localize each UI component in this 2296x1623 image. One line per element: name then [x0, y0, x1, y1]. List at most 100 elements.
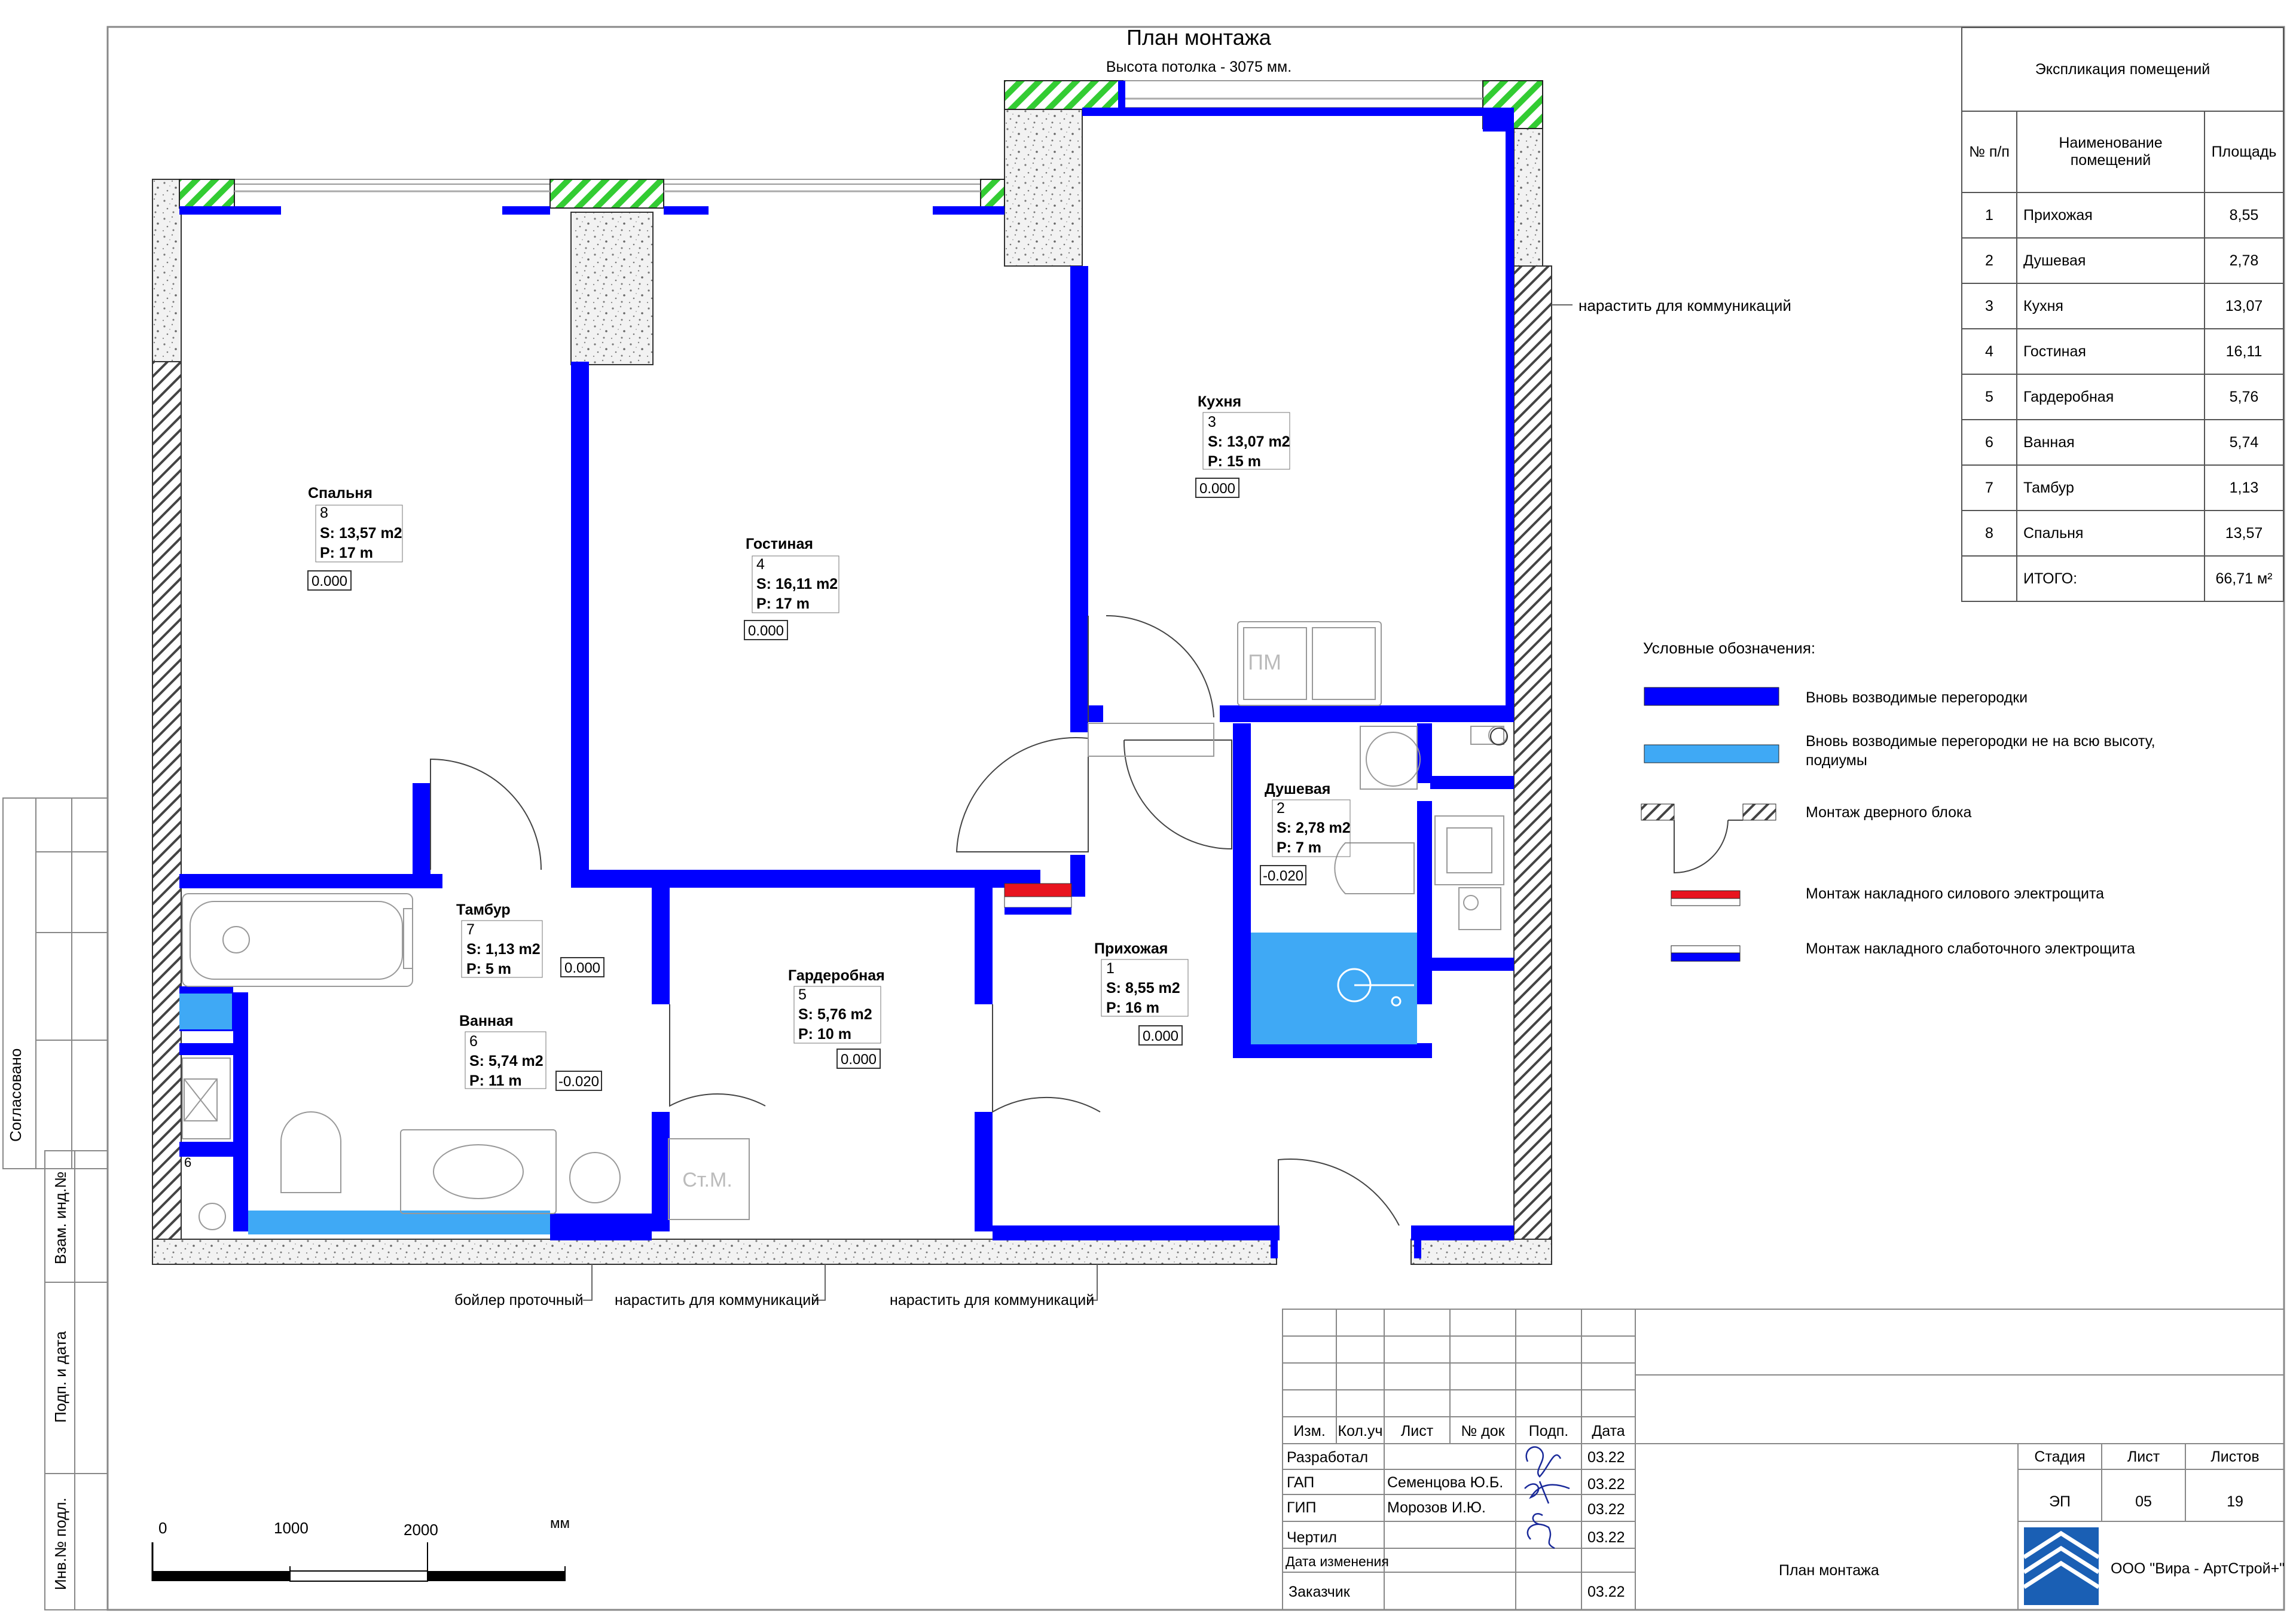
room-area: 5,74 — [2204, 419, 2284, 466]
stage-header: Лист — [2127, 1448, 2160, 1465]
company-name: ООО "Вира - АртСтрой+" — [2111, 1560, 2285, 1577]
scale-tick: 1000 — [274, 1519, 309, 1537]
legend-label: Вновь возводимые перегородки — [1806, 689, 2028, 706]
room-name: Кухня — [2016, 283, 2205, 329]
floor-level: 0.000 — [748, 623, 784, 639]
callouts-bottom — [583, 1264, 1098, 1301]
scale-tick: 0 — [158, 1519, 167, 1537]
col-header: Лист — [1401, 1423, 1434, 1439]
stm-label: Ст.М. — [682, 1169, 732, 1191]
stage-value: ЭП — [2049, 1493, 2071, 1510]
col-header: Кол.уч — [1338, 1423, 1383, 1439]
room-name: Душевая — [1265, 781, 1330, 797]
room-perimeter: P: 16 m — [1106, 1000, 1159, 1016]
electrical-panels — [1004, 883, 1072, 915]
room-label-wardrobe: Гардеробная 5 S: 5,76 m2 P: 10 m 0.000 — [788, 967, 885, 1069]
legend-swatch-partition — [1644, 687, 1779, 706]
floor-level: -0.020 — [1263, 868, 1303, 884]
room-name: Гардеробная — [788, 967, 885, 984]
note-communications: нарастить для коммуникаций — [1578, 297, 1791, 314]
drain-icon — [1490, 728, 1508, 745]
role: ГАП — [1287, 1474, 1314, 1491]
sheet-number: 05 — [2135, 1493, 2152, 1510]
room-perimeter: P: 17 m — [320, 545, 373, 561]
floor-level: -0.020 — [558, 1074, 599, 1090]
role: Чертил — [1287, 1529, 1337, 1546]
stage-header: Листов — [2210, 1448, 2259, 1465]
sheet-title: План монтажа — [1779, 1562, 1879, 1579]
room-label-shower: Душевая 2 S: 2,78 m2 P: 7 m -0.020 — [1260, 781, 1351, 885]
room-area: S: 5,74 m2 — [469, 1053, 544, 1069]
room-name: Прихожая — [1094, 940, 1168, 957]
room-perimeter: P: 17 m — [756, 595, 810, 612]
room-name: Ванная — [459, 1013, 514, 1029]
room-perimeter: P: 11 m — [469, 1072, 522, 1089]
stamp-replaced-inv: Взам. инд.№ — [51, 1172, 69, 1264]
title-block: Изм. Кол.уч Лист № док Подп. Дата Разраб… — [1286, 1423, 2285, 1600]
legend-lowcurrent-panel-icon — [1671, 945, 1741, 953]
row-number: 5 — [1961, 374, 2017, 420]
ceiling-height: Высота потолка - 3075 мм. — [1106, 59, 1292, 75]
date: 03.22 — [1587, 1529, 1625, 1546]
room-area: 13,57 — [2204, 510, 2284, 557]
room-number: 1 — [1106, 960, 1115, 977]
room-area: S: 13,57 m2 — [320, 525, 402, 542]
explication-table: Экспликация помещений № п/п Наименование… — [1961, 27, 2284, 602]
legend-label: Монтаж накладного слаботочного электрощи… — [1806, 940, 2135, 957]
room-name: Прихожая — [2016, 192, 2205, 239]
room-number: 2 — [1277, 800, 1285, 817]
scale-bar: 0 1000 2000 мм — [151, 1515, 570, 1582]
exterior-walls — [152, 80, 1552, 1265]
legend-power-panel-icon — [1671, 890, 1741, 899]
table-header: № п/п — [1961, 111, 2017, 193]
room-label-bathroom: Ванная 6 S: 5,74 m2 P: 11 m -0.020 — [459, 1013, 602, 1091]
room-perimeter: P: 5 m — [466, 961, 511, 977]
scale-unit: мм — [550, 1515, 570, 1532]
room-name: Гостиная — [2016, 328, 2205, 375]
col-header: Изм. — [1293, 1423, 1326, 1439]
side-stamp — [2, 797, 108, 1610]
room-perimeter: P: 15 m — [1208, 453, 1261, 470]
room-area: 13,07 — [2204, 283, 2284, 329]
legend-label: подиумы — [1806, 752, 1867, 769]
room-perimeter: P: 10 m — [798, 1026, 851, 1043]
room-label-bedroom: Спальня 8 S: 13,57 m2 P: 17 m 0.000 — [307, 485, 403, 591]
role: ГИП — [1287, 1499, 1316, 1516]
legend-label: Вновь возводимые перегородки не на всю в… — [1806, 733, 2155, 750]
total-value: 66,71 м² — [2204, 555, 2284, 602]
floor-level: 0.000 — [841, 1052, 877, 1068]
table-header: Наименование помещений — [2016, 111, 2205, 193]
note-communications-2: нарастить для коммуникаций — [890, 1292, 1094, 1309]
pm-label: ПМ — [1248, 650, 1281, 674]
room-name: Спальня — [2016, 510, 2205, 557]
legend-door-icon — [1641, 803, 1675, 821]
date: 03.22 — [1587, 1501, 1625, 1518]
room-number: 5 — [798, 986, 807, 1003]
room-name: Кухня — [1198, 393, 1241, 410]
stamp-sign-date: Подп. и дата — [51, 1331, 69, 1423]
room-name: Гостиная — [746, 536, 813, 552]
boiler-number: 6 — [184, 1155, 191, 1170]
room-name: Спальня — [308, 485, 373, 502]
col-header: Подп. — [1529, 1423, 1568, 1439]
row-number: 6 — [1961, 419, 2017, 466]
row-number: 8 — [1961, 510, 2017, 557]
floor-level: 0.000 — [564, 960, 600, 976]
row-number: 3 — [1961, 283, 2017, 329]
row-number: 2 — [1961, 237, 2017, 284]
floor-level: 0.000 — [1199, 481, 1235, 497]
role: Разработал — [1287, 1449, 1368, 1466]
room-area: 16,11 — [2204, 328, 2284, 375]
room-label-kitchen: Кухня 3 S: 13,07 m2 P: 15 m 0.000 — [1195, 393, 1290, 498]
room-label-hallway: Прихожая 1 S: 8,55 m2 P: 16 m 0.000 — [1094, 940, 1189, 1046]
scale-tick: 2000 — [404, 1521, 438, 1539]
door-swings — [430, 615, 1400, 1226]
room-name: Душевая — [2016, 237, 2205, 284]
new-partitions — [179, 81, 1514, 1258]
date: 03.22 — [1587, 1476, 1625, 1493]
